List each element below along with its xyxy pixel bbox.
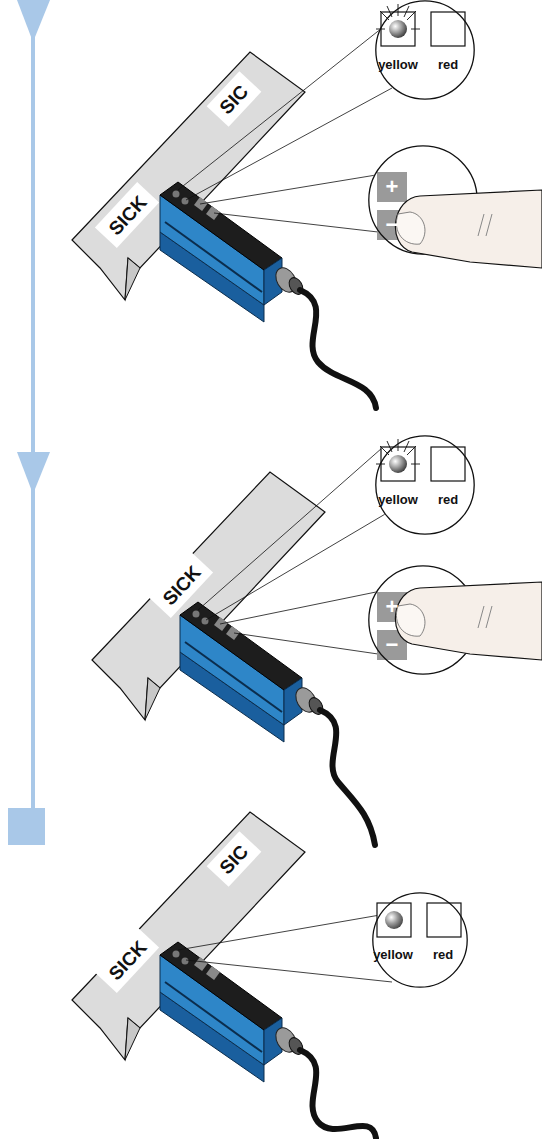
button-callout: +−	[368, 565, 478, 675]
timeline	[8, 0, 50, 845]
callout-circle	[369, 146, 477, 254]
led-callout-1	[375, 0, 475, 100]
button-callout-2	[368, 565, 478, 675]
led-callout: yellow red	[372, 892, 468, 988]
callout-outline	[368, 565, 478, 675]
button-callout-1	[368, 145, 478, 255]
led-callout: yellow red	[375, 0, 475, 100]
led-color-label: yellow	[373, 948, 413, 961]
callout-circle	[376, 1, 474, 99]
led-color-label: red	[438, 58, 458, 71]
panel-1	[72, 28, 392, 408]
led-color-label: yellow	[378, 493, 418, 506]
led-color-label: red	[433, 948, 453, 961]
callout-circle	[376, 436, 474, 534]
panel-2	[92, 448, 392, 845]
callout-outline	[372, 892, 468, 988]
callout-outline	[368, 145, 478, 255]
led-callout: yellow red	[375, 435, 475, 535]
button-sign: −	[386, 214, 399, 236]
led-color-label: red	[438, 493, 458, 506]
callout-circle	[373, 893, 467, 987]
panel-3	[72, 812, 392, 1138]
button-callout: +−	[368, 145, 478, 255]
callout-outline	[375, 435, 475, 535]
led-color-label: yellow	[378, 58, 418, 71]
button-sign: −	[386, 634, 399, 656]
callout-circle	[369, 566, 477, 674]
led-callout-3	[372, 892, 468, 988]
callout-outline	[375, 0, 475, 100]
led-callout-2	[375, 435, 475, 535]
button-sign: +	[386, 596, 399, 618]
button-sign: +	[386, 176, 399, 198]
